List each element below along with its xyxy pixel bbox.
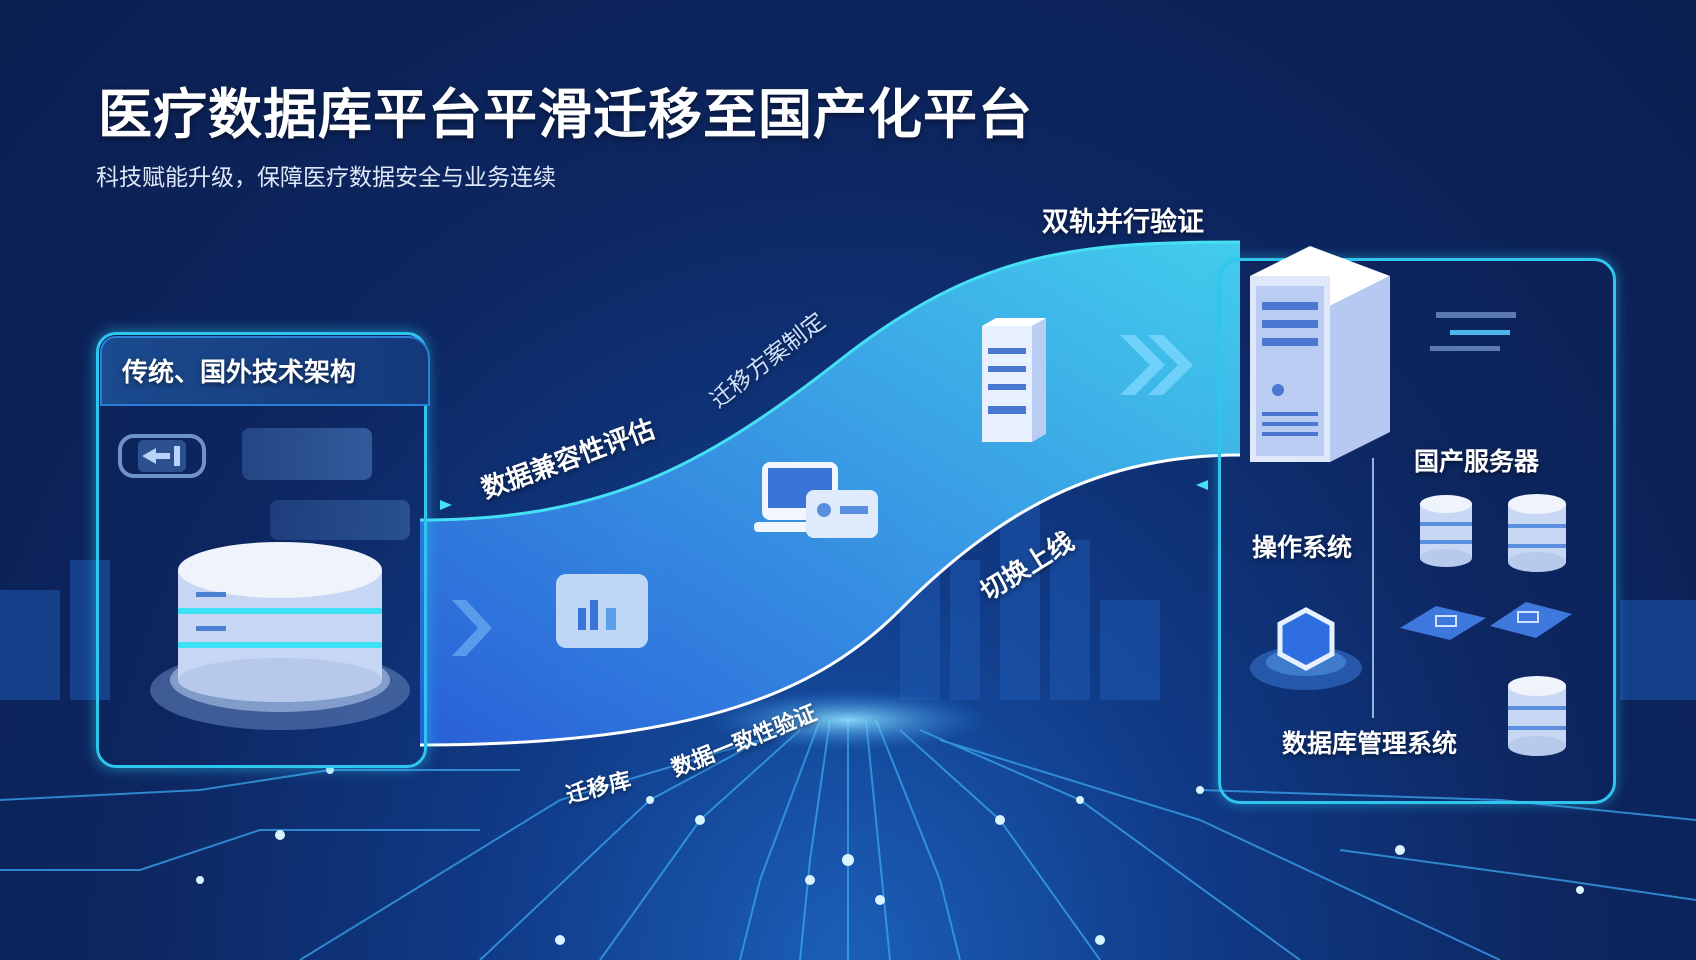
placeholder-line bbox=[1436, 312, 1516, 318]
domestic-server-icon bbox=[1250, 246, 1390, 462]
laptop-dashboard-icon bbox=[754, 462, 878, 538]
dbms-label: 数据库管理系统 bbox=[1282, 729, 1458, 758]
domestic-platform-panel bbox=[1218, 258, 1616, 804]
legacy-panel-header bbox=[100, 336, 430, 406]
placeholder-bar bbox=[242, 428, 372, 480]
legacy-architecture-panel bbox=[96, 332, 427, 768]
hardware-board-icon bbox=[1400, 602, 1572, 640]
step-label-dual-track: 双轨并行验证 bbox=[1042, 207, 1204, 238]
domestic-server-label: 国产服务器 bbox=[1414, 447, 1540, 476]
placeholder-line bbox=[1450, 330, 1510, 335]
os-cube-icon bbox=[1250, 607, 1362, 690]
server-rack-icon bbox=[982, 318, 1046, 442]
migration-arrow-icon bbox=[118, 434, 206, 478]
placeholder-bar bbox=[270, 500, 410, 540]
os-label: 操作系统 bbox=[1252, 533, 1353, 562]
database-cylinder-icon bbox=[1508, 676, 1566, 756]
circuit-nodes bbox=[196, 766, 1584, 945]
database-cylinder-icon bbox=[1420, 495, 1472, 567]
placeholder-line bbox=[1430, 346, 1500, 351]
database-stack-icon bbox=[150, 542, 410, 730]
chevron-right-icon bbox=[452, 335, 1193, 656]
page-subtitle: 科技赋能升级，保障医疗数据安全与业务连续 bbox=[96, 165, 556, 191]
panel-divider bbox=[1372, 458, 1374, 718]
legacy-panel-title: 传统、国外技术架构 bbox=[122, 358, 357, 388]
database-cylinder-icon bbox=[1508, 494, 1566, 572]
chart-document-icon bbox=[556, 574, 648, 648]
page-title: 医疗数据库平台平滑迁移至国产化平台 bbox=[98, 83, 1033, 146]
